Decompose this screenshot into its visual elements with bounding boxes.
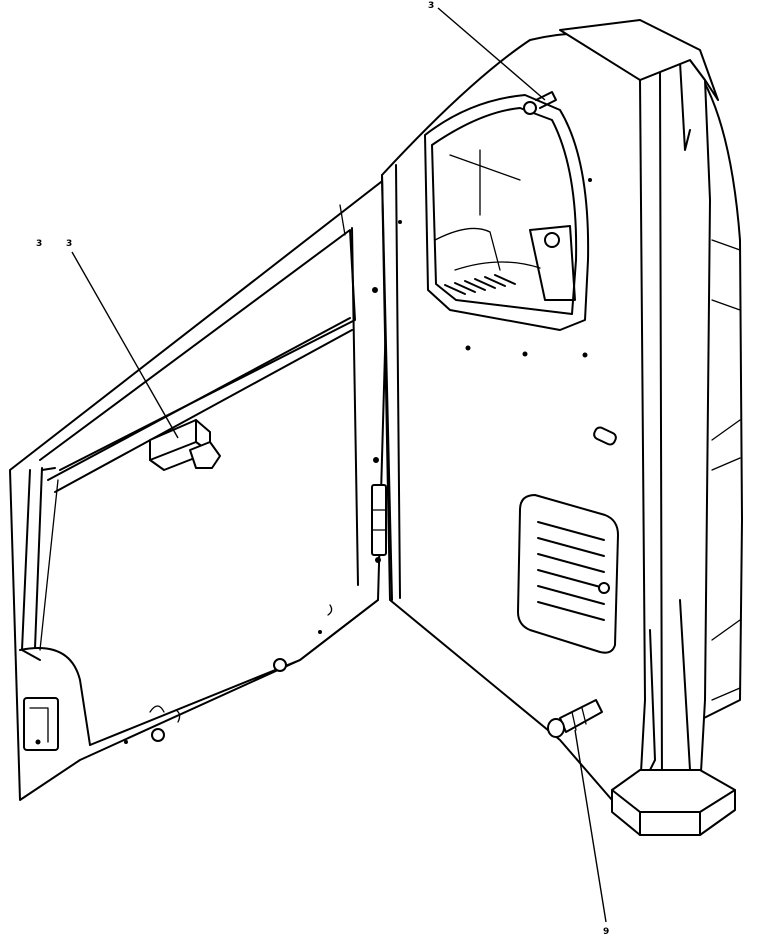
bolt-part xyxy=(547,699,603,738)
door-panel xyxy=(9,174,391,801)
callout-left-a: 3 xyxy=(36,239,42,249)
floor-slots xyxy=(444,274,516,295)
leader-lines xyxy=(71,7,607,923)
vent-grille xyxy=(517,494,619,654)
cab-side-wall xyxy=(371,19,743,836)
callout-top-right: 3 xyxy=(428,1,434,11)
callout-bottom: 9 xyxy=(603,927,609,937)
callout-left-b: 3 xyxy=(66,239,72,249)
